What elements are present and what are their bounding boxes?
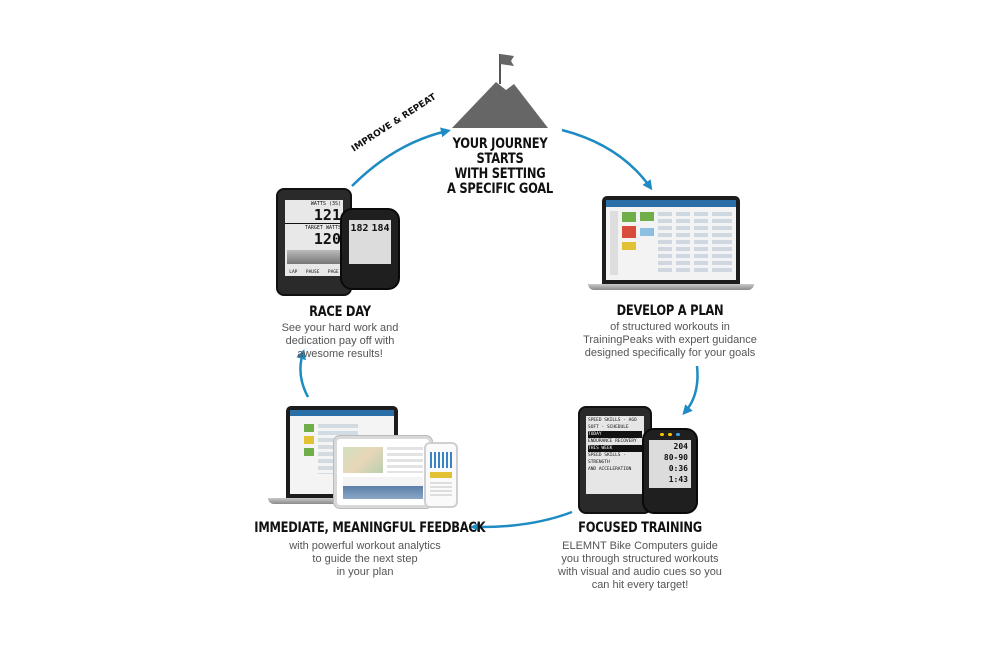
feedback-devices [268,406,464,516]
laptop-base [588,284,754,290]
screen-label: TARGET WATTS [285,223,343,232]
elemnt-bolt-device: 182 184 [340,208,400,290]
desc-line: you through structured workouts [561,553,719,565]
desc-line: with visual and audio cues so you [558,566,722,578]
screen-value: 184 [371,223,390,234]
race-day-title: RACE DAY [309,304,371,320]
goal-line-3: WITH SETTING [454,166,546,182]
goal-line-1: YOUR JOURNEY [452,136,548,152]
device-screen: 182 184 [349,220,391,264]
screen-row: TODAY [588,431,642,438]
screen-value: 204 [673,442,688,451]
desc-line: in your plan [336,566,394,578]
screen-value: 121 [313,206,341,224]
screen-value: 1:43 [668,475,688,484]
device-screen: 204 80-90 0:36 1:43 [649,440,691,488]
plan-desc: of structured workouts in TrainingPeaks … [570,321,770,360]
desc-line: TrainingPeaks with expert guidance [583,334,757,346]
race-day-desc: See your hard work and dedication pay of… [260,322,420,361]
desc-line: dedication pay off with [285,335,395,347]
desc-line: to guide the next step [312,553,418,565]
arrow-training-to-feedback [470,510,573,533]
screen-label: WATTS (3S) [310,201,341,207]
screen-footer: PAUSE [305,270,320,275]
laptop-screen [602,196,740,284]
elemnt-device: SPEED SKILLS · AGO SOFT · SCHEDULE TODAY… [578,406,652,514]
arrow-goal-to-plan [561,128,653,191]
screen-value: 182 [350,223,369,234]
screen-footer: PAGE [327,270,339,275]
screen-row: ENDURANCE RECOVERY [588,439,637,444]
desc-line: with powerful workout analytics [289,540,441,552]
screen-footer: LAP [289,270,298,275]
desc-line: See your hard work and [281,322,399,334]
desc-line: awesome results! [297,348,383,360]
laptop-calendar [588,196,754,296]
feedback-desc: with powerful workout analytics to guide… [265,540,465,579]
tablet [334,436,432,508]
goal-heading: YOUR JOURNEY STARTS WITH SETTING A SPECI… [443,137,558,197]
training-desc: ELEMNT Bike Computers guide you through … [540,540,740,592]
plan-title: DEVELOP A PLAN [616,303,724,319]
screen-row: SOFT · SCHEDULE [588,425,629,430]
desc-line: ELEMNT Bike Computers guide [562,540,718,552]
training-title: FOCUSED TRAINING [578,520,702,536]
elemnt-bolt-device: 204 80-90 0:36 1:43 [642,428,698,514]
screen-row: AND ACCELERATION [588,467,632,472]
goal-line-4: A SPECIFIC GOAL [446,181,554,197]
training-devices: SPEED SKILLS · AGO SOFT · SCHEDULE TODAY… [578,406,698,516]
race-day-devices: WATTS (3S) 121 TARGET WATTS 120 LAP PAUS… [276,188,406,300]
screen-value: 120 [313,230,341,248]
screen-value: 0:36 [668,464,688,473]
feedback-title: IMMEDIATE, MEANINGFUL FEEDBACK [254,520,486,536]
screen-row: THIS WEEK [588,445,642,452]
device-screen: SPEED SKILLS · AGO SOFT · SCHEDULE TODAY… [586,416,644,494]
arrow-plan-to-training [682,365,699,416]
goal-line-2: STARTS [476,151,524,167]
screen-row: SPEED SKILLS - STRENGTH [588,453,626,465]
screen-row: SPEED SKILLS · AGO [588,418,637,423]
desc-line: can hit every target! [591,579,689,591]
elemnt-device: WATTS (3S) 121 TARGET WATTS 120 LAP PAUS… [276,188,352,296]
arrow-feedback-to-race [296,349,310,398]
desc-line: of structured workouts in [610,321,730,333]
screen-value: 80-90 [663,453,688,462]
arrow-race-to-goal [351,127,451,187]
phone [424,442,458,508]
device-screen: WATTS (3S) 121 TARGET WATTS 120 LAP PAUS… [285,200,343,276]
desc-line: designed specifically for your goals [584,347,756,359]
